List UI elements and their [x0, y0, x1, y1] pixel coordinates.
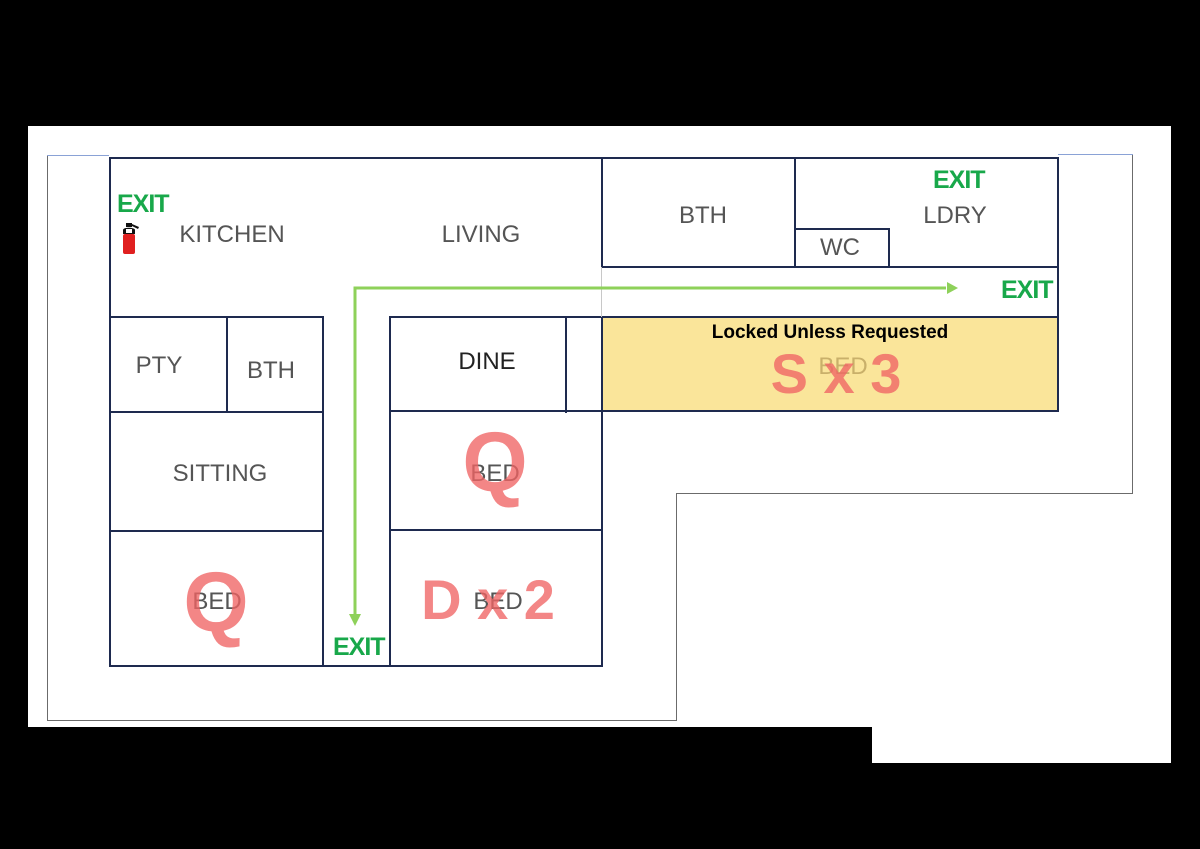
floorplan-sheet-extension: [872, 560, 1171, 763]
wall: [109, 530, 324, 532]
site-boundary: [1058, 154, 1133, 155]
locked-bedroom-highlight: [602, 317, 1058, 410]
wall: [389, 410, 603, 412]
bed-size-queen: Q: [183, 555, 249, 649]
site-boundary: [47, 155, 48, 721]
wall: [888, 228, 890, 268]
wall: [322, 316, 324, 667]
exit-label: EXIT: [1001, 276, 1054, 304]
room-label-sitting: SITTING: [172, 460, 268, 487]
wall: [389, 316, 603, 318]
room-label-wc: WC: [820, 234, 860, 261]
room-label-bedroom: BED: [192, 588, 242, 615]
wall: [389, 529, 603, 531]
wall: [565, 316, 567, 413]
fire-extinguisher-icon: [123, 223, 139, 254]
bed-size-double: D x 2: [421, 568, 555, 631]
room-label-bedroom: BED: [470, 460, 520, 487]
wall: [602, 410, 1059, 412]
exit-label: EXIT: [333, 633, 386, 661]
wall: [602, 316, 1059, 318]
site-boundary: [676, 493, 1133, 494]
wall: [109, 411, 324, 413]
wall: [109, 316, 324, 318]
wall: [601, 157, 603, 268]
site-boundary: [676, 493, 677, 721]
room-label-bedroom: BED: [818, 353, 868, 380]
site-boundary: [47, 155, 109, 156]
locked-note: Locked Unless Requested: [711, 322, 949, 343]
room-label-kitchen: KITCHEN: [179, 221, 285, 248]
wall: [794, 157, 796, 268]
wall: [389, 316, 391, 667]
wall: [109, 157, 1059, 159]
exit-label: EXIT: [933, 166, 986, 194]
open-plan-divider: [601, 267, 602, 317]
room-label-dining: DINE: [458, 348, 516, 375]
wall: [602, 266, 1059, 268]
wall: [1057, 157, 1059, 412]
room-label-bedroom: BED: [473, 588, 523, 615]
room-label-living: LIVING: [441, 221, 521, 248]
room-label-pantry: PTY: [135, 352, 183, 379]
room-label-laundry: LDRY: [923, 202, 987, 229]
exit-label: EXIT: [117, 190, 170, 218]
wall: [601, 317, 603, 667]
wall: [794, 228, 890, 230]
site-boundary: [47, 720, 676, 721]
site-boundary: [1132, 155, 1133, 494]
bed-size-single: S x 3: [770, 342, 902, 405]
bed-size-queen: Q: [462, 415, 528, 509]
wall: [226, 316, 228, 413]
wall: [322, 665, 391, 667]
room-label-bathroom: BTH: [679, 202, 727, 229]
room-label-bathroom: BTH: [247, 357, 295, 384]
